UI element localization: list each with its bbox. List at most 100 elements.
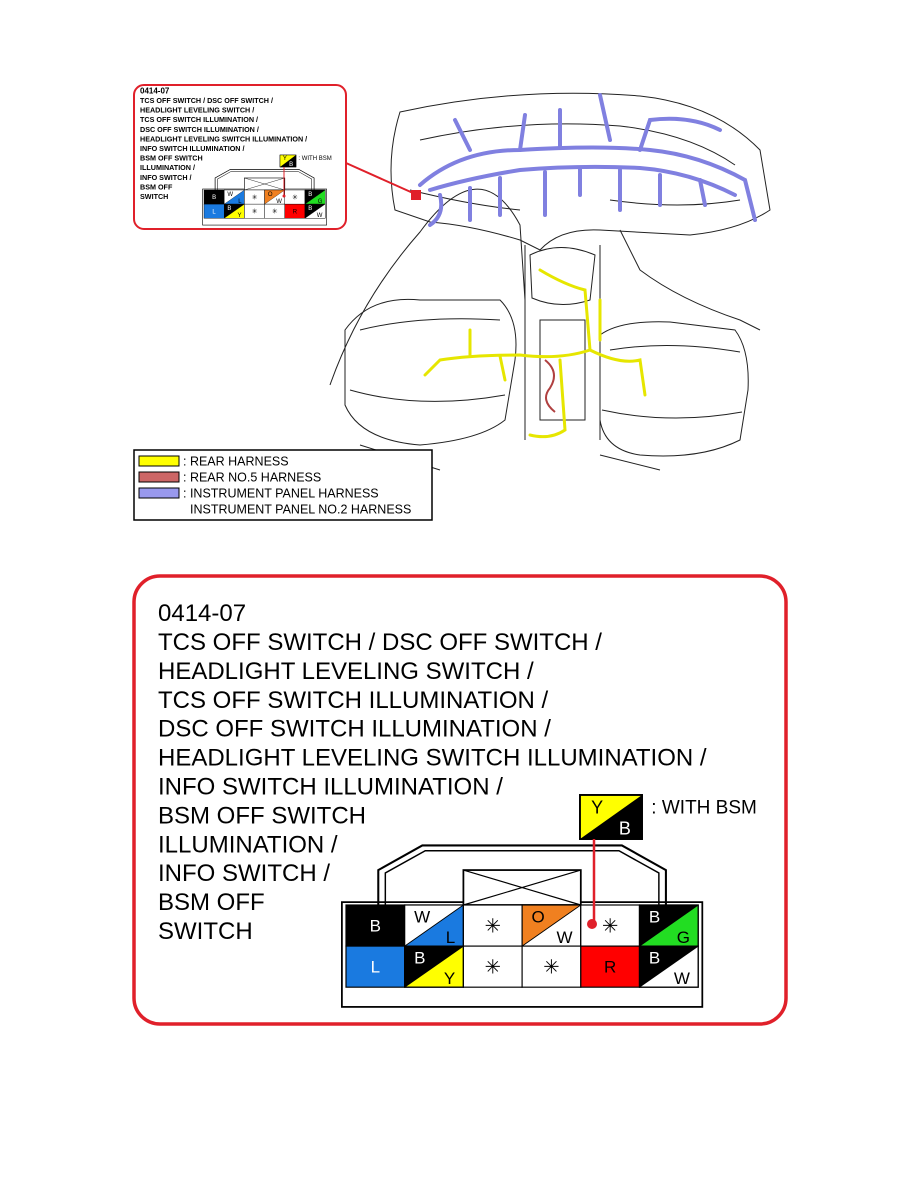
pin-label-empty: ✳ (292, 193, 298, 201)
legend-label: INSTRUMENT PANEL NO.2 HARNESS (190, 503, 411, 517)
connector-pin: BG (304, 189, 326, 205)
rear-harness-wires (423, 268, 647, 439)
with-bsm-indicator: YB : WITH BSM (579, 794, 757, 840)
pin-label-top: B (308, 206, 312, 212)
pin-label-bottom: W (317, 213, 323, 219)
pin-label: L (371, 958, 380, 977)
connector-pin: ✳ (462, 904, 523, 947)
connector-pin: BY (404, 945, 464, 988)
connector-pin: R (284, 203, 306, 219)
callout-line: SWITCH (158, 918, 253, 945)
pin-label-bottom: G (318, 199, 323, 205)
legend-label: : REAR HARNESS (183, 455, 289, 469)
pin-label: L (212, 209, 216, 215)
connector-pin: B (203, 189, 225, 205)
with-bsm-top: Y (283, 156, 287, 162)
small-callout-line: BSM OFF (140, 182, 173, 191)
connector-location-marker (411, 190, 421, 200)
small-bsm-link-dot (282, 194, 286, 198)
callout-line: TCS OFF SWITCH ILLUMINATION / (158, 687, 549, 714)
connector-pin: BY (223, 203, 245, 219)
pin-label-empty: ✳ (543, 955, 559, 978)
pin-label: B (370, 916, 381, 935)
small-callout-line: HEADLIGHT LEVELING SWITCH / (140, 106, 254, 115)
with-bsm-bottom: B (619, 819, 631, 839)
connector-latch-inner (217, 171, 312, 190)
connector-pin: ✳ (462, 945, 523, 988)
rear-no5-harness-wires (544, 359, 556, 413)
small-callout-line: INFO SWITCH / (140, 173, 192, 182)
connector-pin: WL (223, 189, 245, 205)
small-callout-line: HEADLIGHT LEVELING SWITCH ILLUMINATION / (140, 134, 307, 143)
connector-pin: BW (304, 203, 326, 219)
connector-pin: ✳ (244, 203, 265, 219)
connector-latch (214, 169, 315, 190)
with-bsm-bottom: B (289, 162, 293, 168)
small-callout-line: TCS OFF SWITCH ILLUMINATION / (140, 115, 258, 124)
with-bsm-label: : WITH BSM (298, 156, 331, 162)
connector-pin: ✳ (521, 945, 582, 988)
small-callout-line: INFO SWITCH ILLUMINATION / (140, 144, 244, 153)
pin-label-empty: ✳ (485, 914, 501, 937)
pin-label-top: O (531, 907, 544, 926)
pin-label-top: B (227, 206, 231, 212)
pin-label-bottom: Y (238, 213, 242, 219)
callout-line: TCS OFF SWITCH / DSC OFF SWITCH / (158, 629, 602, 656)
legend-item: : REAR NO.5 HARNESS (138, 471, 321, 485)
pin-label-empty: ✳ (602, 914, 618, 937)
connector-pin: BG (638, 904, 699, 947)
connector-latch (377, 844, 667, 905)
with-bsm-link-dot (587, 919, 597, 929)
pin-label-top: B (649, 907, 660, 926)
connector-pin: ✳ (264, 203, 286, 219)
pin-label-top: B (308, 192, 312, 198)
pin-label: B (212, 195, 216, 201)
vehicle-interior-drawing (329, 92, 771, 471)
callout-line: ILLUMINATION / (158, 831, 338, 858)
legend-swatch (138, 471, 180, 483)
harness-legend: : REAR HARNESS : REAR NO.5 HARNESS : INSTR… (133, 449, 433, 521)
pin-label-top: B (414, 948, 425, 967)
legend-item: : INSTRUMENT PANEL HARNESS (138, 487, 379, 501)
pin-label-bottom: Y (444, 969, 455, 988)
small-callout-line: TCS OFF SWITCH / DSC OFF SWITCH / (140, 96, 273, 105)
connector-pin: OW (264, 189, 286, 205)
pin-label-bottom: W (674, 969, 690, 988)
pin-label: R (604, 958, 616, 977)
large-callout: 0414-07 TCS OFF SWITCH / DSC OFF SWITCH … (132, 574, 788, 1026)
pin-label-empty: ✳ (252, 208, 258, 216)
callout-line: HEADLIGHT LEVELING SWITCH / (158, 658, 534, 685)
callout-line: HEADLIGHT LEVELING SWITCH ILLUMINATION / (158, 745, 707, 772)
instrument-panel-harness-wires (418, 93, 757, 227)
pin-label: R (293, 209, 298, 215)
pin-label-empty: ✳ (252, 193, 258, 201)
connector-pin: L (345, 945, 406, 988)
with-bsm-top: Y (591, 797, 603, 817)
connector-pin: ✳ (284, 189, 306, 205)
pin-label-bottom: L (446, 928, 455, 947)
legend-swatch (138, 487, 180, 499)
small-callout-line: ILLUMINATION / (140, 163, 195, 172)
callout-line: BSM OFF (158, 889, 265, 916)
with-bsm-indicator: YB : WITH BSM (279, 154, 332, 168)
connector-pin: BW (638, 945, 699, 988)
pin-label-top: W (227, 192, 233, 198)
pin-label-bottom: G (677, 928, 690, 947)
pin-label-top: O (268, 192, 273, 198)
connector-pin: R (580, 945, 641, 988)
pin-label-top: B (649, 948, 660, 967)
with-bsm-label: : WITH BSM (651, 797, 757, 818)
small-callout-line: DSC OFF SWITCH ILLUMINATION / (140, 125, 259, 134)
legend-label: : REAR NO.5 HARNESS (183, 471, 321, 485)
callout-line: BSM OFF SWITCH (158, 802, 366, 829)
connector-pin: ✳ (244, 189, 265, 205)
small-connector-id: 0414-07 (140, 86, 170, 95)
connector-pin: L (203, 203, 225, 219)
connector-id: 0414-07 (158, 600, 246, 627)
pin-label-bottom: L (238, 199, 242, 205)
small-callout-line: BSM OFF SWITCH (140, 154, 203, 163)
pin-label-empty: ✳ (485, 955, 501, 978)
small-callout-line: SWITCH (140, 192, 168, 201)
